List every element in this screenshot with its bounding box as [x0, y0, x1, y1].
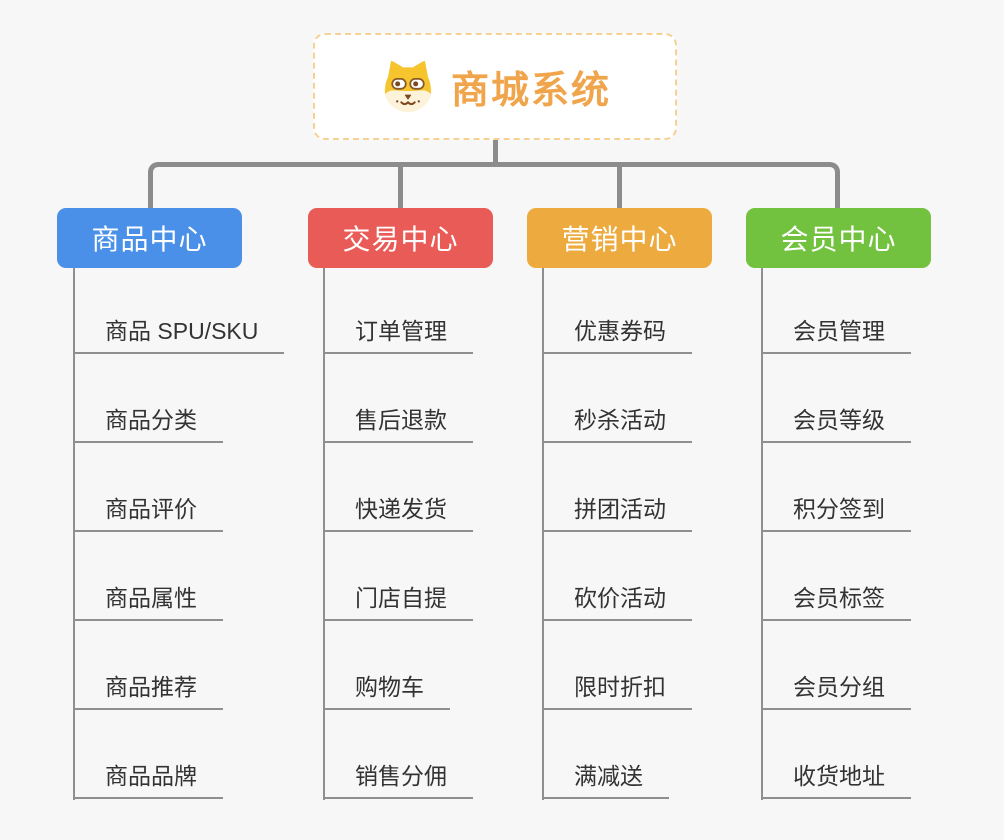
leaf-node[interactable]: 会员分组 — [761, 672, 911, 710]
branch-label: 商品中心 — [91, 224, 208, 255]
leaf-node[interactable]: 满减送 — [542, 761, 669, 799]
branch-node-marketing-center[interactable]: 营销中心 — [527, 208, 712, 268]
leaf-node[interactable]: 商品品牌 — [73, 761, 223, 799]
connector-trunk-product — [73, 268, 75, 800]
root-title: 商城系统 — [450, 70, 611, 112]
branch-label: 营销中心 — [561, 224, 678, 255]
connector-drop-trade — [398, 164, 403, 208]
branch-node-member-center[interactable]: 会员中心 — [746, 208, 931, 268]
connector-trunk-marketing — [542, 268, 544, 800]
branch-node-trade-center[interactable]: 交易中心 — [308, 208, 493, 268]
leaf-node[interactable]: 订单管理 — [323, 316, 473, 354]
leaf-node[interactable]: 快递发货 — [323, 494, 473, 532]
leaf-node[interactable]: 商品分类 — [73, 405, 223, 443]
leaf-node[interactable]: 商品评价 — [73, 494, 223, 532]
leaf-node[interactable]: 砍价活动 — [542, 583, 692, 621]
leaf-node[interactable]: 收货地址 — [761, 761, 911, 799]
branch-node-product-center[interactable]: 商品中心 — [57, 208, 242, 268]
leaf-node[interactable]: 商品 SPU/SKU — [73, 316, 285, 354]
branch-label: 会员中心 — [780, 224, 897, 255]
leaf-node[interactable]: 会员管理 — [761, 316, 911, 354]
leaf-node[interactable]: 会员标签 — [761, 583, 911, 621]
connector-drop-marketing — [617, 164, 622, 208]
leaf-node[interactable]: 积分签到 — [761, 494, 911, 532]
connector-trunk-trade — [323, 268, 325, 800]
leaf-node[interactable]: 购物车 — [323, 672, 450, 710]
leaf-node[interactable]: 拼团活动 — [542, 494, 692, 532]
leaf-node[interactable]: 商品属性 — [73, 583, 223, 621]
connector-root-stub — [493, 140, 498, 164]
leaf-node[interactable]: 售后退款 — [323, 405, 473, 443]
connector-bracket — [148, 162, 840, 208]
leaf-node[interactable]: 门店自提 — [323, 583, 473, 621]
root-node[interactable]: 商城系统 — [313, 33, 677, 140]
leaf-node[interactable]: 限时折扣 — [542, 672, 692, 710]
leaf-node[interactable]: 会员等级 — [761, 405, 911, 443]
branch-label: 交易中心 — [342, 224, 459, 255]
dog-mascot-icon — [384, 60, 432, 112]
leaf-node[interactable]: 销售分佣 — [323, 761, 473, 799]
leaf-node[interactable]: 秒杀活动 — [542, 405, 692, 443]
leaf-node[interactable]: 优惠券码 — [542, 316, 692, 354]
connector-trunk-member — [761, 268, 763, 800]
leaf-node[interactable]: 商品推荐 — [73, 672, 223, 710]
